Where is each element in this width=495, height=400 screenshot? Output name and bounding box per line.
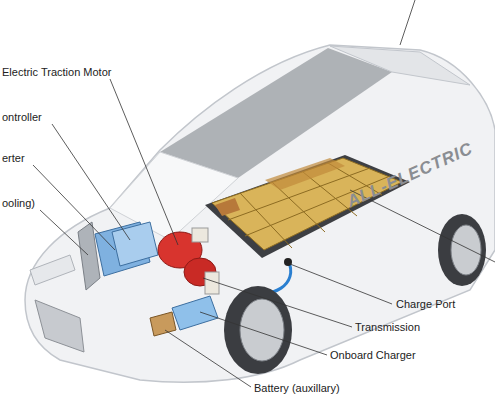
aux-battery <box>150 312 176 336</box>
headlight <box>30 255 75 285</box>
rear-wheel <box>438 214 486 286</box>
radiator <box>78 222 100 290</box>
rim <box>240 299 284 361</box>
roof <box>330 46 470 85</box>
car-body <box>25 45 495 382</box>
controller <box>112 222 158 266</box>
battery-tray <box>205 155 410 258</box>
rim <box>451 225 481 275</box>
onboard-charger <box>172 296 218 330</box>
battery-pack <box>212 158 402 250</box>
part-label: Charge Port <box>396 298 455 311</box>
part-label: ontroller <box>2 111 42 124</box>
car-lettering: ALL-ELECTRIC <box>345 141 474 208</box>
part-label: ooling) <box>2 197 35 210</box>
leader-lines <box>33 0 495 387</box>
part-label: Battery (auxillary) <box>254 382 340 395</box>
front-wheel <box>224 286 292 374</box>
charge-port <box>284 258 292 266</box>
part-label: Electric Traction Motor <box>2 66 111 79</box>
reservoir <box>192 228 208 242</box>
grille <box>35 300 84 352</box>
part-label: erter <box>2 152 25 165</box>
part-label: Onboard Charger <box>330 349 416 362</box>
windshield <box>160 48 392 178</box>
reservoir <box>205 272 219 294</box>
part-label: Transmission <box>355 321 420 334</box>
